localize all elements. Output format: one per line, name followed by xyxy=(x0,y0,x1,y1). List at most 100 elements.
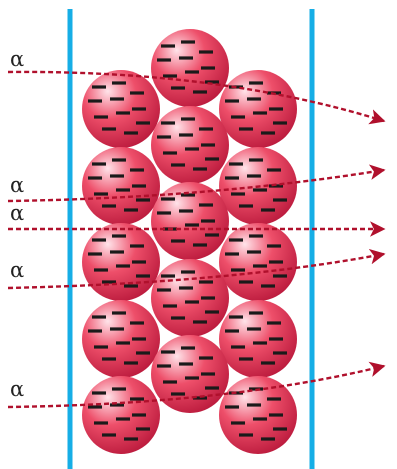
negative-charge-dash xyxy=(193,90,207,94)
negative-charge-dash xyxy=(231,268,245,272)
negative-charge-dash xyxy=(179,56,193,60)
negative-charge-dash xyxy=(124,361,138,365)
negative-charge-dash xyxy=(181,270,195,274)
alpha-label-3: α xyxy=(10,201,24,225)
negative-charge-dash xyxy=(247,403,261,407)
negative-charge-dash xyxy=(205,233,219,237)
negative-charge-dash xyxy=(132,260,146,264)
negative-charge-dash xyxy=(253,341,267,345)
negative-charge-dash xyxy=(161,274,175,278)
negative-charge-dash xyxy=(136,427,150,431)
negative-charge-dash xyxy=(199,127,213,131)
negative-charge-dash xyxy=(253,417,267,421)
negative-charge-dash xyxy=(269,107,283,111)
negative-charge-dash xyxy=(110,97,124,101)
negative-charge-dash xyxy=(124,437,138,441)
negative-charge-dash xyxy=(193,320,207,324)
negative-charge-dash xyxy=(185,147,199,151)
negative-charge-dash xyxy=(229,315,243,319)
electron-sphere-11 xyxy=(82,300,160,378)
negative-charge-dash xyxy=(130,91,144,95)
alpha-paths xyxy=(7,70,386,409)
negative-charge-dash xyxy=(185,70,199,74)
negative-charge-dash xyxy=(269,260,283,264)
negative-charge-dash xyxy=(130,168,144,172)
negative-charge-dash xyxy=(157,211,171,215)
negative-charge-dash xyxy=(261,361,275,365)
negative-charge-dash xyxy=(205,386,219,390)
negative-charge-dash xyxy=(171,392,185,396)
sphere-body xyxy=(151,335,229,413)
negative-charge-dash xyxy=(102,280,116,284)
negative-charge-dash xyxy=(239,280,253,284)
negative-charge-dash xyxy=(181,346,195,350)
sphere-body xyxy=(82,300,160,378)
negative-charge-dash xyxy=(193,396,207,400)
negative-charge-dash xyxy=(229,238,243,242)
negative-charge-dash xyxy=(193,243,207,247)
sphere-body xyxy=(151,29,229,107)
sphere-body xyxy=(219,70,297,148)
negative-charge-dash xyxy=(201,296,215,300)
negative-charge-dash xyxy=(225,405,239,409)
negative-charge-dash xyxy=(110,250,124,254)
alpha-path-4 xyxy=(7,248,386,290)
negative-charge-dash xyxy=(130,321,144,325)
sphere-body xyxy=(219,300,297,378)
negative-charge-dash xyxy=(88,405,102,409)
negative-charge-dash xyxy=(201,372,215,376)
negative-charge-dash xyxy=(201,143,215,147)
negative-charge-dash xyxy=(205,310,219,314)
negative-charge-dash xyxy=(161,197,175,201)
negative-charge-dash xyxy=(179,133,193,137)
negative-charge-dash xyxy=(157,364,171,368)
sphere-body xyxy=(151,106,229,184)
negative-charge-dash xyxy=(185,223,199,227)
negative-charge-dash xyxy=(116,417,130,421)
negative-charge-dash xyxy=(112,387,126,391)
negative-charge-dash xyxy=(185,300,199,304)
negative-charge-dash xyxy=(225,252,239,256)
negative-charge-dash xyxy=(163,151,177,155)
negative-charge-dash xyxy=(253,111,267,115)
sphere-body xyxy=(219,376,297,454)
negative-charge-dash xyxy=(163,304,177,308)
negative-charge-dash xyxy=(92,238,106,242)
negative-charge-dash xyxy=(157,135,171,139)
electron-sphere-9 xyxy=(219,223,297,301)
negative-charge-dash xyxy=(239,357,253,361)
negative-charge-dash xyxy=(247,174,261,178)
negative-charge-dash xyxy=(249,158,263,162)
negative-charge-dash xyxy=(201,219,215,223)
sphere-body xyxy=(82,70,160,148)
negative-charge-dash xyxy=(92,391,106,395)
negative-charge-dash xyxy=(225,99,239,103)
negative-charge-dash xyxy=(116,188,130,192)
negative-charge-dash xyxy=(110,174,124,178)
electron-sphere-4 xyxy=(151,106,229,184)
alpha-path-2 xyxy=(7,164,386,203)
negative-charge-dash xyxy=(94,192,108,196)
sphere-body xyxy=(82,376,160,454)
negative-charge-dash xyxy=(88,176,102,180)
negative-charge-dash xyxy=(112,234,126,238)
negative-charge-dash xyxy=(273,351,287,355)
alpha-label-2: α xyxy=(10,173,24,197)
negative-charge-dash xyxy=(163,380,177,384)
electron-sphere-10 xyxy=(151,259,229,337)
electron-sphere-15 xyxy=(219,376,297,454)
negative-charge-dash xyxy=(267,321,281,325)
negative-charge-dash xyxy=(239,127,253,131)
negative-charge-dash xyxy=(181,193,195,197)
negative-charge-dash xyxy=(161,44,175,48)
negative-charge-dash xyxy=(179,362,193,366)
negative-charge-dash xyxy=(247,250,261,254)
negative-charge-dash xyxy=(110,327,124,331)
negative-charge-dash xyxy=(273,427,287,431)
negative-charge-dash xyxy=(163,74,177,78)
negative-charge-dash xyxy=(205,157,219,161)
negative-charge-dash xyxy=(273,274,287,278)
negative-charge-dash xyxy=(261,437,275,441)
electron-sphere-12 xyxy=(219,300,297,378)
negative-charge-dash xyxy=(130,397,144,401)
